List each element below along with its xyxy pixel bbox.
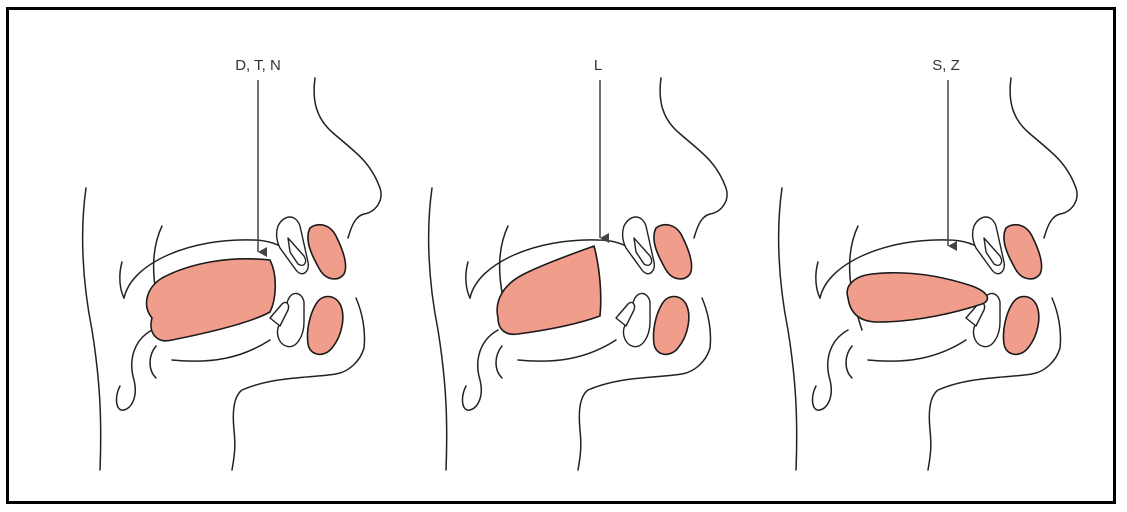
teeth: [966, 217, 1004, 347]
tongue-shape: [147, 259, 276, 341]
lips: [307, 225, 345, 355]
sound-label: D, T, N: [235, 57, 281, 74]
tongue-shape: [497, 246, 601, 334]
tongue-shape: [847, 273, 987, 322]
panel-l: L: [429, 57, 727, 470]
sound-label: S, Z: [932, 57, 960, 74]
panel-dtn: D, T, N: [83, 57, 381, 470]
panel-sz: S, Z: [779, 57, 1077, 470]
lips: [1003, 225, 1041, 355]
teeth: [616, 217, 654, 347]
sound-label: L: [594, 57, 602, 74]
lips: [653, 225, 691, 355]
